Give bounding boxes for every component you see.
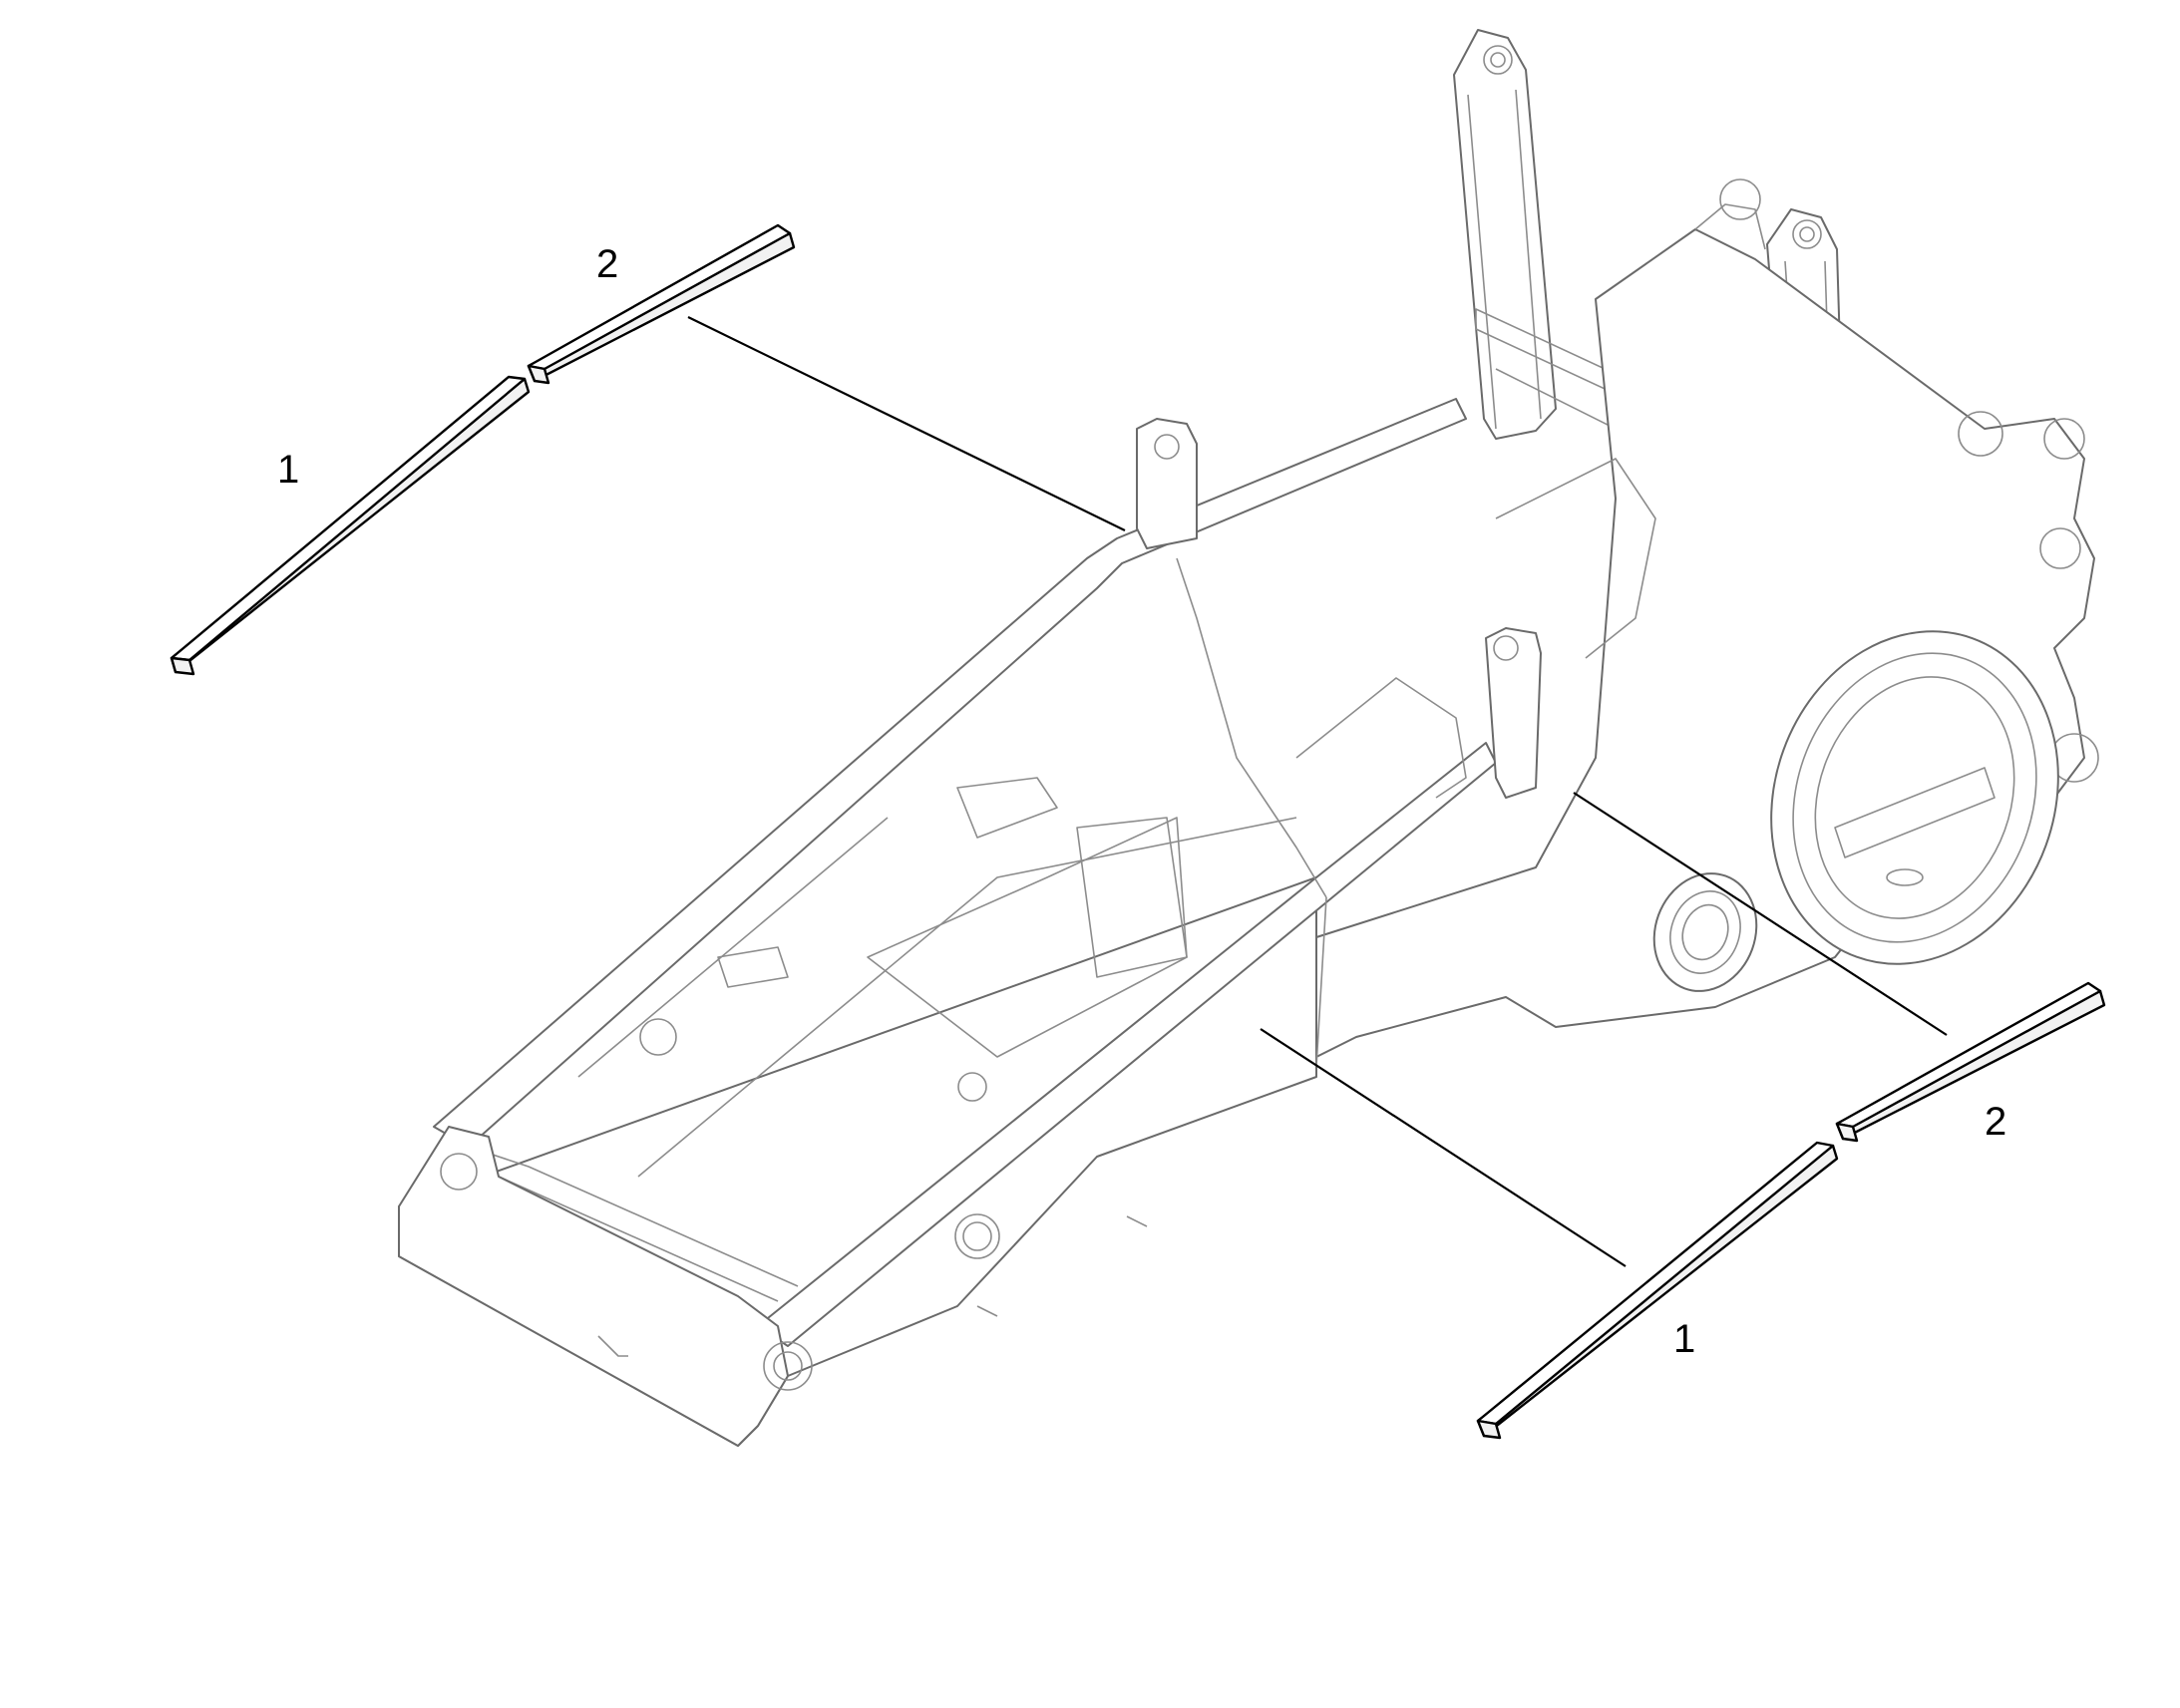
machine-frame <box>398 29 2099 1447</box>
side-boss <box>1652 872 1758 992</box>
callout-label-lower-2: 2 <box>1985 1100 2006 1144</box>
front-mast <box>1136 418 1542 799</box>
leader-lower-1 <box>1260 1028 1627 1267</box>
strip-part-upper-2[interactable] <box>527 223 796 385</box>
left-top-rail <box>433 398 1467 1148</box>
callout-label-upper-1: 1 <box>277 448 299 492</box>
frame-interior <box>468 458 1656 1302</box>
strip-part-upper-1[interactable] <box>170 375 531 676</box>
front-pin-boss-left <box>440 1153 478 1191</box>
leader-lower-2 <box>1573 792 1948 1036</box>
callout-label-lower-1: 1 <box>1673 1317 1695 1361</box>
bolted-ring <box>1770 630 2059 965</box>
leader-lines <box>687 316 1948 1267</box>
leader-upper-2 <box>687 316 1126 531</box>
rear-mast-left <box>1453 29 1557 440</box>
callout-label-upper-2: 2 <box>596 242 618 286</box>
frame-side-wall <box>398 876 1317 1447</box>
side-wall-hole <box>954 1213 1000 1259</box>
front-pin-boss-right <box>763 1341 813 1391</box>
front-end-wall <box>398 1126 789 1447</box>
strip-part-lower-1[interactable] <box>1476 1141 1839 1440</box>
strip-part-lower-2[interactable] <box>1835 981 2106 1143</box>
bottom-feet <box>597 1215 1148 1357</box>
